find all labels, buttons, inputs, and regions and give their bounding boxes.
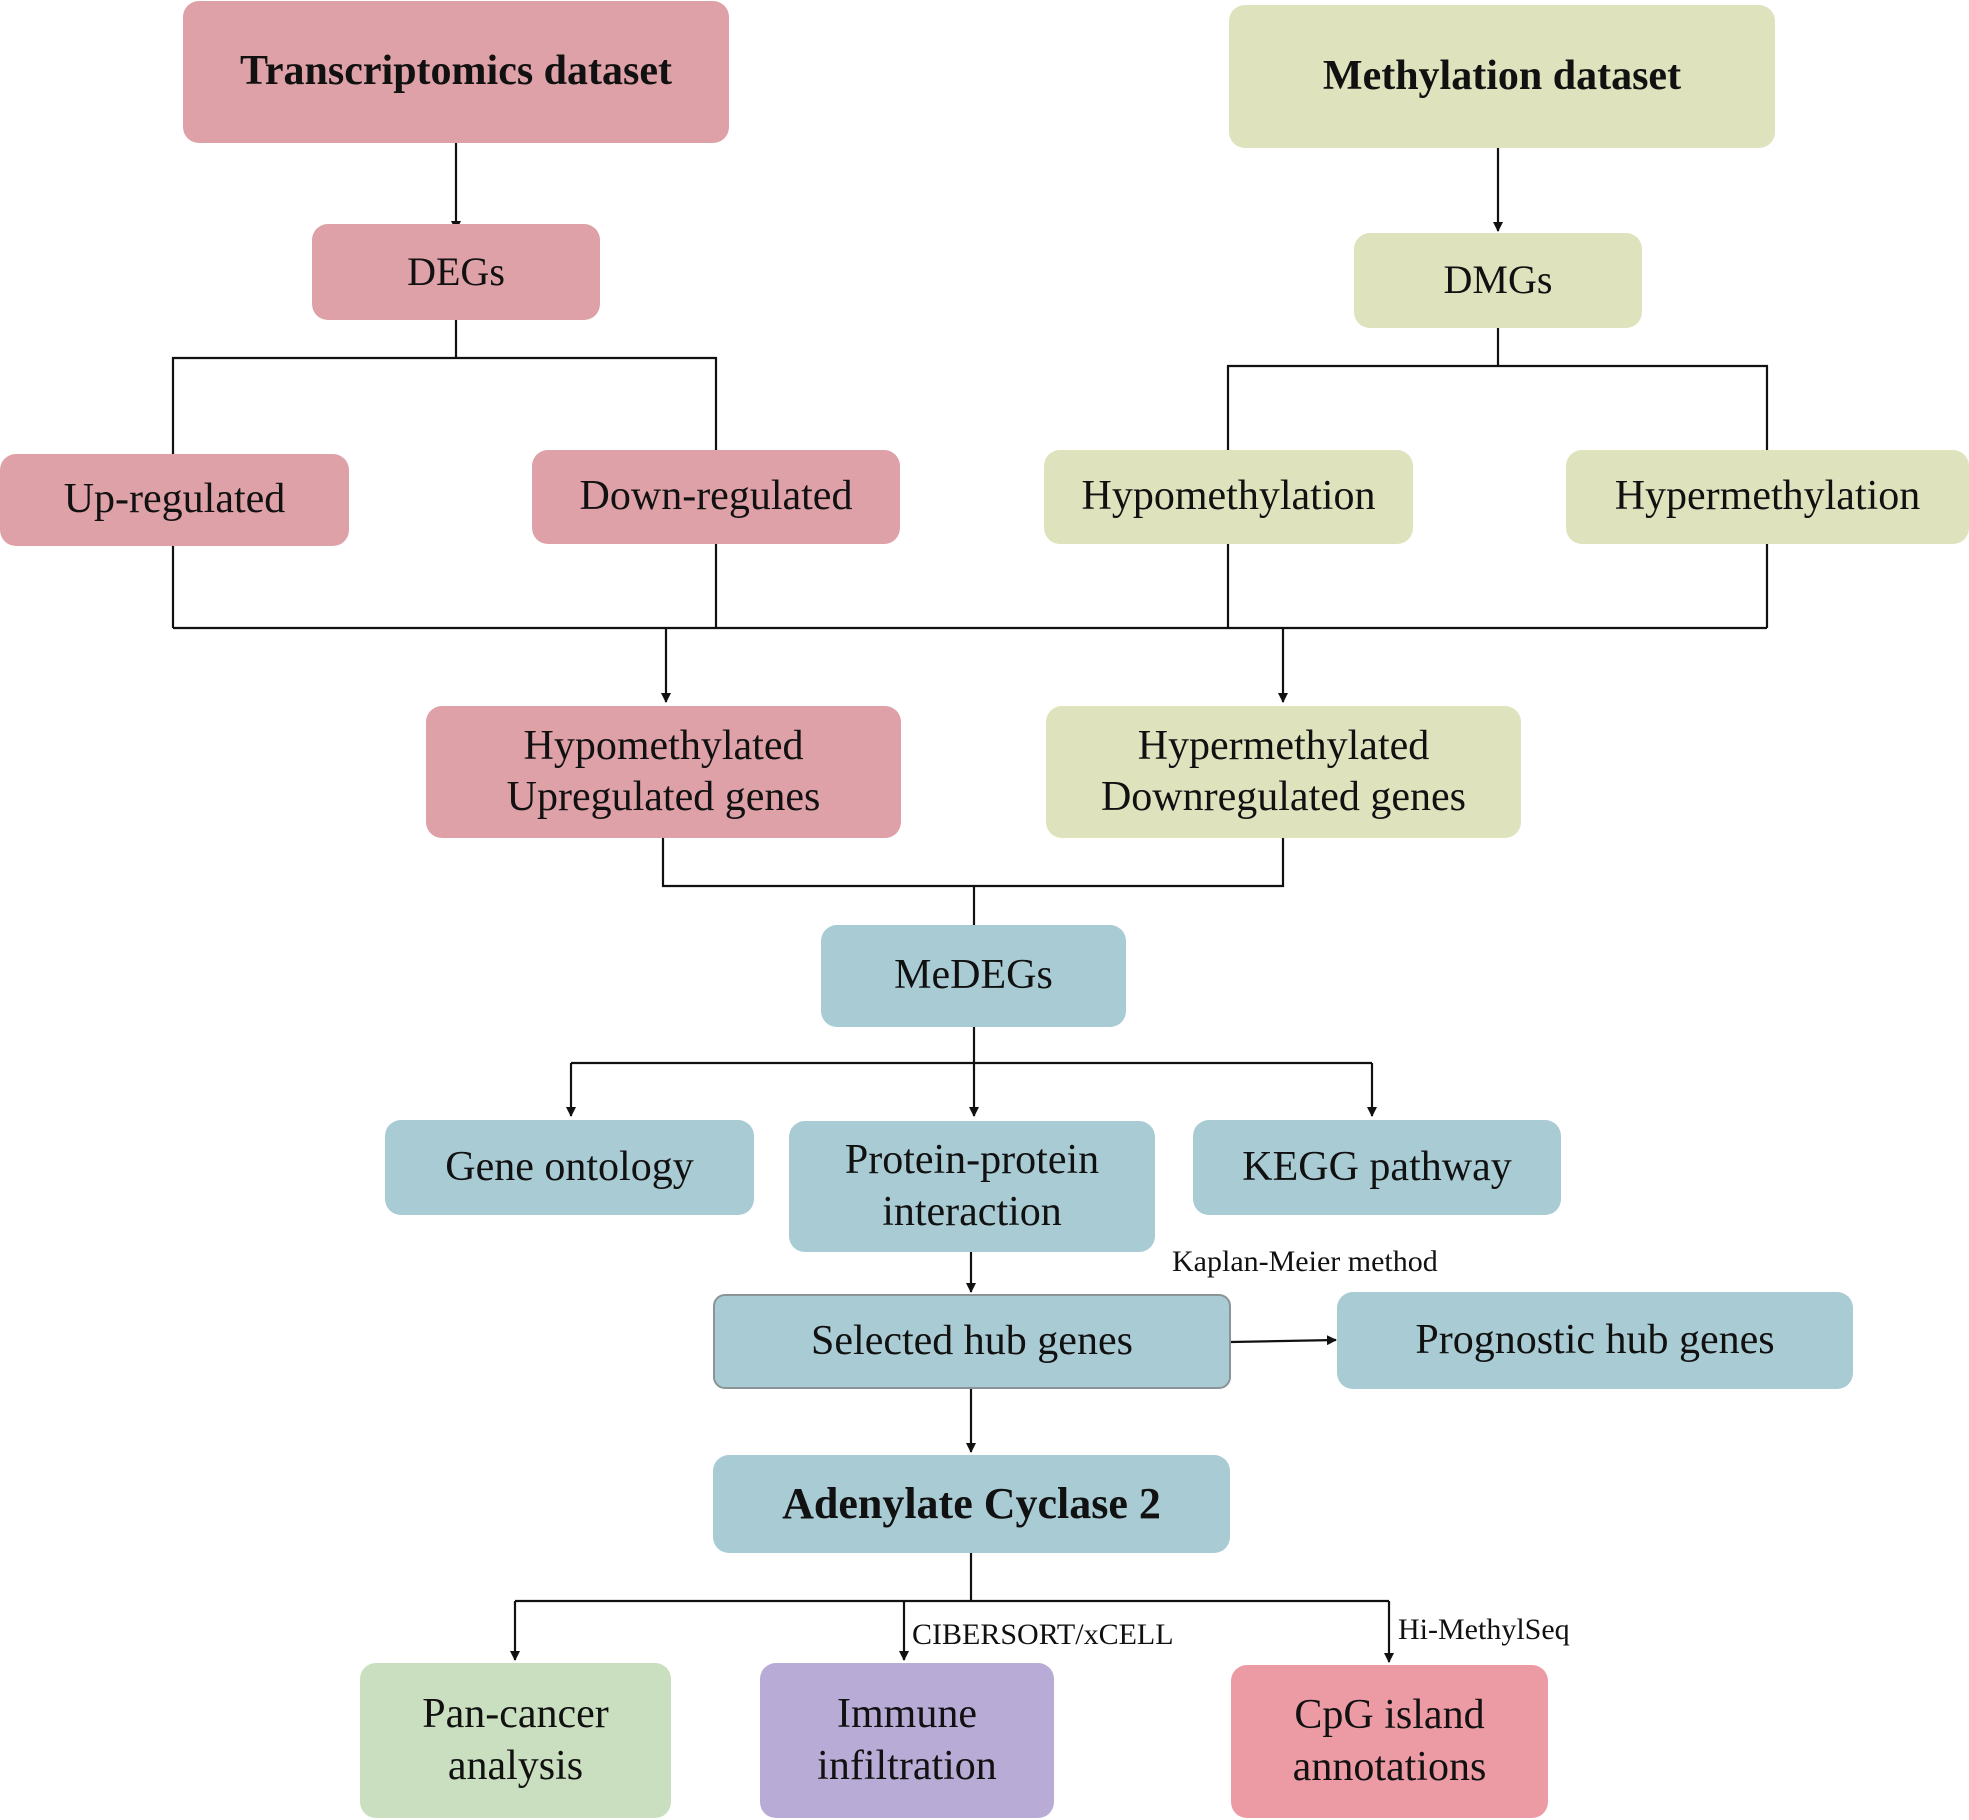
connector-to-medegs xyxy=(661,838,1285,888)
gene-ontology-label: Gene ontology xyxy=(445,1143,694,1190)
immune-infiltration-label: Immune infiltration xyxy=(817,1691,997,1789)
dmgs-label: DMGs xyxy=(1443,257,1553,303)
dmgs-node: DMGs xyxy=(1354,233,1642,328)
hypomethylated-upregulated-label: Hypomethylated Upregulated genes xyxy=(506,722,821,820)
gene-ontology-node: Gene ontology xyxy=(385,1120,754,1215)
transcriptomics-dataset-node: Transcriptomics dataset xyxy=(183,1,729,143)
kaplan-meier-label: Kaplan-Meier method xyxy=(1172,1245,1438,1278)
prognostic-hub-genes-node: Prognostic hub genes xyxy=(1337,1292,1853,1389)
hypermethylation-node: Hypermethylation xyxy=(1566,450,1969,544)
hypermethylated-downregulated-label: Hypermethylated Downregulated genes xyxy=(1100,722,1467,820)
pan-cancer-analysis-node: Pan-cancer analysis xyxy=(360,1663,671,1818)
adenylate-cyclase-2-label: Adenylate Cyclase 2 xyxy=(782,1479,1161,1529)
hypomethylation-label: Hypomethylation xyxy=(1081,473,1376,520)
methylation-dataset-label: Methylation dataset xyxy=(1322,52,1682,99)
methylation-dataset-node: Methylation dataset xyxy=(1229,5,1775,148)
medegs-label: MeDEGs xyxy=(894,952,1053,999)
hypermethylation-label: Hypermethylation xyxy=(1614,473,1921,520)
connector-degs-branch xyxy=(171,356,718,454)
pan-cancer-analysis-label: Pan-cancer analysis xyxy=(422,1691,609,1789)
immune-infiltration-node: Immune infiltration xyxy=(760,1663,1054,1818)
protein-protein-interaction-node: Protein-protein interaction xyxy=(789,1121,1155,1252)
adenylate-cyclase-2-node: Adenylate Cyclase 2 xyxy=(713,1455,1230,1553)
cpg-island-annotations-node: CpG island annotations xyxy=(1231,1665,1548,1818)
hi-methylseq-label: Hi-MethylSeq xyxy=(1398,1613,1570,1646)
cibersort-xcell-label: CIBERSORT/xCELL xyxy=(912,1618,1174,1651)
protein-protein-interaction-label: Protein-protein interaction xyxy=(844,1137,1100,1235)
degs-label: DEGs xyxy=(407,248,505,294)
up-regulated-node: Up-regulated xyxy=(0,454,349,546)
down-regulated-label: Down-regulated xyxy=(579,473,853,520)
hypomethylated-upregulated-node: Hypomethylated Upregulated genes xyxy=(426,706,901,838)
kegg-pathway-node: KEGG pathway xyxy=(1193,1120,1561,1215)
down-regulated-node: Down-regulated xyxy=(532,450,900,544)
degs-node: DEGs xyxy=(312,224,600,320)
kegg-pathway-label: KEGG pathway xyxy=(1242,1143,1512,1190)
hypomethylation-node: Hypomethylation xyxy=(1044,450,1413,544)
up-regulated-label: Up-regulated xyxy=(63,476,286,523)
prognostic-hub-genes-label: Prognostic hub genes xyxy=(1415,1316,1775,1363)
hypermethylated-downregulated-node: Hypermethylated Downregulated genes xyxy=(1046,706,1521,838)
selected-hub-genes-node: Selected hub genes xyxy=(713,1294,1231,1389)
medegs-node: MeDEGs xyxy=(821,925,1126,1027)
cpg-island-annotations-label: CpG island annotations xyxy=(1292,1692,1487,1790)
transcriptomics-dataset-label: Transcriptomics dataset xyxy=(240,48,672,95)
selected-hub-genes-label: Selected hub genes xyxy=(811,1317,1133,1364)
connector-dmgs-branch xyxy=(1226,364,1769,450)
arrow-selected-to-prognostic xyxy=(1230,1335,1337,1346)
